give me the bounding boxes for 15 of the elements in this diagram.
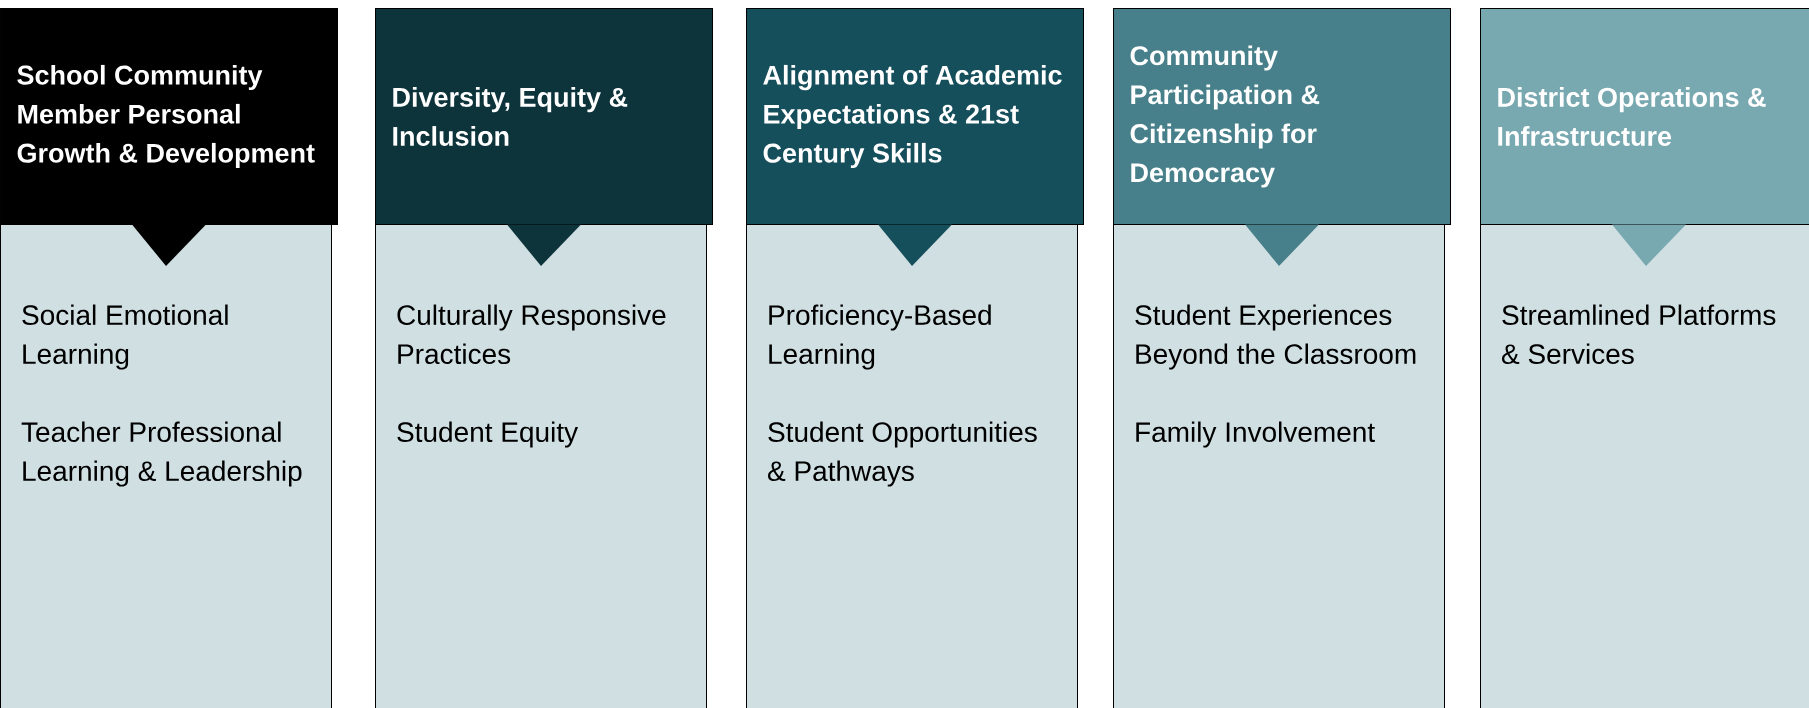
pointer-triangle: [1245, 224, 1319, 266]
pointer-triangle: [1612, 224, 1686, 266]
topic-panel: Student Experiences Beyond the Classroom Family Involvement: [1113, 224, 1445, 708]
pointer-triangle: [507, 224, 581, 266]
topic-panel: Proficiency-Based Learning Student Opportunities & Pathways: [746, 224, 1078, 708]
category-header: District Operations & Infrastructure: [1480, 8, 1809, 225]
topic-panel: Culturally Responsive Practices Student Equity: [375, 224, 707, 708]
topic-panel: Social Emotional Learning Teacher Professional Learning & Leadership: [0, 224, 332, 708]
pointer-triangle: [132, 224, 206, 266]
topic-panel: Streamlined Platforms & Services: [1480, 224, 1809, 708]
category-header: Alignment of Academic Expectations & 21st Century Skills: [746, 8, 1084, 225]
pointer-triangle: [878, 224, 952, 266]
category-header: School Community Member Personal Growth & Development: [0, 8, 338, 225]
category-header: Diversity, Equity & Inclusion: [375, 8, 713, 225]
category-header: Community Participation & Citizenship for Democracy: [1113, 8, 1451, 225]
